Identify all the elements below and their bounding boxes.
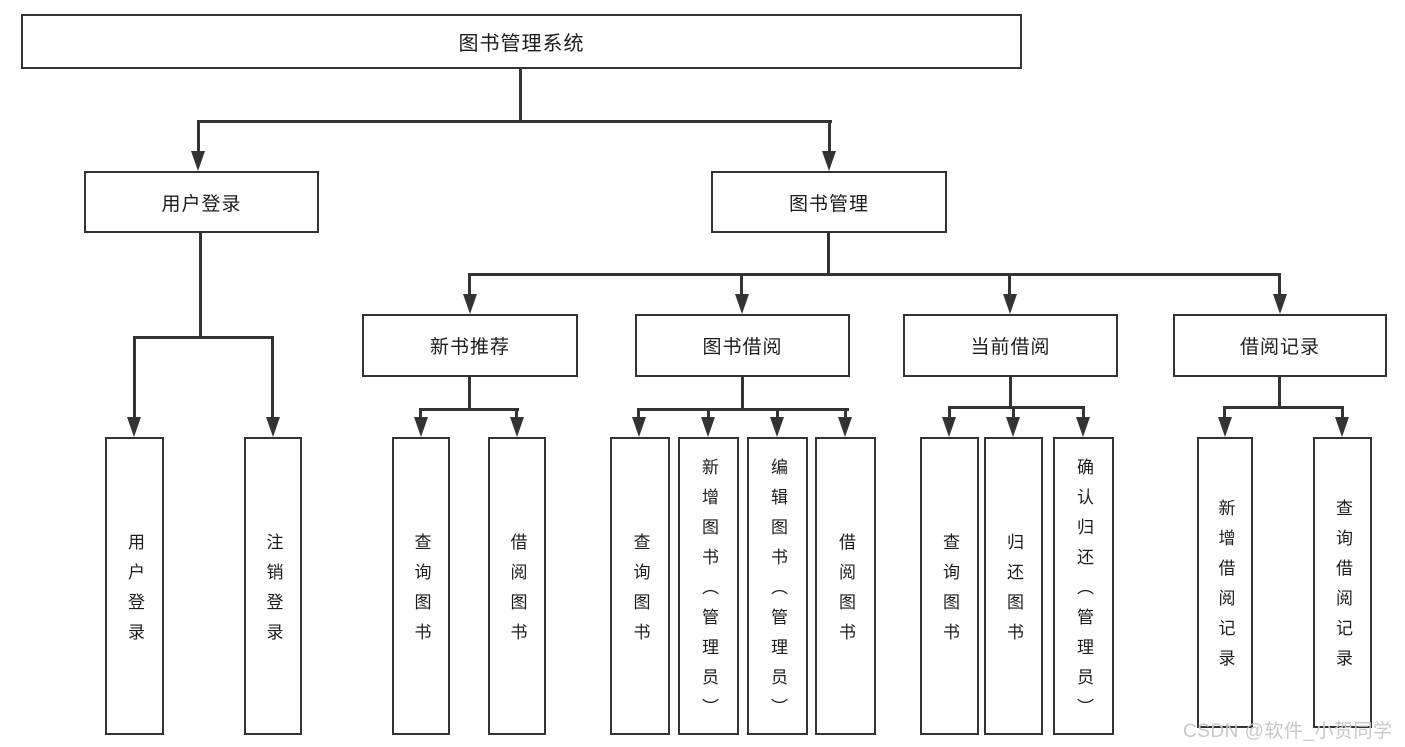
connector-line	[827, 233, 830, 273]
node-label: 新增图书（管理员）	[699, 457, 718, 728]
connector-line	[419, 408, 422, 419]
node-cb-return-books: 归还图书	[984, 437, 1043, 735]
arrow-down-icon	[191, 151, 205, 171]
connector-line	[1223, 406, 1344, 409]
arrow-down-icon	[1218, 417, 1232, 437]
node-bb-edit-books-admin: 编辑图书（管理员）	[747, 437, 808, 735]
connector-line	[1341, 406, 1344, 419]
arrow-down-icon	[127, 417, 141, 437]
connector-line	[948, 406, 1085, 409]
arrow-down-icon	[838, 417, 852, 437]
node-label: 用户登录	[161, 193, 242, 215]
arrow-down-icon	[701, 417, 715, 437]
node-current-borrowing: 当前借阅	[903, 314, 1118, 377]
node-label: 查询图书	[411, 532, 431, 653]
watermark: CSDN @软件_小贺同学	[1183, 721, 1393, 742]
arrow-down-icon	[414, 417, 428, 437]
connector-line	[1278, 377, 1281, 406]
node-book-management: 图书管理	[711, 171, 947, 233]
connector-line	[1278, 273, 1281, 296]
connector-line	[519, 69, 522, 120]
node-cb-query-books: 查询图书	[920, 437, 979, 735]
connector-line	[468, 273, 1281, 276]
node-borrowing-records: 借阅记录	[1173, 314, 1387, 377]
node-rec-query-books: 查询图书	[392, 437, 450, 735]
arrow-down-icon	[1273, 294, 1287, 314]
node-label: 查询图书	[630, 532, 650, 653]
connector-line	[468, 273, 471, 296]
arrow-down-icon	[510, 417, 524, 437]
connector-line	[844, 408, 847, 419]
node-cb-confirm-return-admin: 确认归还（管理员）	[1053, 437, 1114, 735]
connector-line	[133, 336, 274, 339]
connector-line	[133, 336, 136, 419]
arrow-down-icon	[463, 294, 477, 314]
arrow-down-icon	[632, 417, 646, 437]
arrow-down-icon	[770, 417, 784, 437]
node-library-management-system: 图书管理系统	[21, 14, 1022, 69]
node-user-login: 用户登录	[84, 171, 319, 233]
connector-line	[741, 377, 744, 408]
node-label: 图书管理系统	[458, 33, 585, 55]
node-rec-borrow-books: 借阅图书	[488, 437, 546, 735]
node-label: 归还图书	[1004, 532, 1023, 653]
arrow-down-icon	[942, 417, 956, 437]
connector-line	[740, 273, 743, 296]
connector-line	[515, 408, 518, 419]
node-label: 确认归还（管理员）	[1074, 457, 1093, 728]
connector-line	[1082, 406, 1085, 419]
node-label: 查询图书	[940, 532, 959, 653]
node-bb-add-books-admin: 新增图书（管理员）	[678, 437, 739, 735]
connector-line	[1223, 406, 1226, 419]
connector-line	[1008, 273, 1011, 296]
node-label: 新增借阅记录	[1215, 499, 1235, 679]
connector-line	[637, 408, 849, 411]
connector-line	[1009, 377, 1012, 406]
node-new-book-recommend: 新书推荐	[362, 314, 578, 377]
node-label: 查询借阅记录	[1333, 499, 1352, 679]
connector-line	[948, 406, 951, 419]
connector-line	[197, 120, 200, 153]
node-leaf-logout: 注销登录	[244, 437, 302, 735]
arrow-down-icon	[1003, 294, 1017, 314]
node-label: 新书推荐	[429, 337, 510, 358]
connector-line	[828, 120, 831, 153]
connector-line	[707, 408, 710, 419]
connector-line	[271, 336, 274, 419]
connector-line	[776, 408, 779, 419]
node-bb-query-books: 查询图书	[610, 437, 670, 735]
connector-line	[1012, 406, 1015, 419]
node-bb-borrow-books: 借阅图书	[815, 437, 876, 735]
arrow-down-icon	[1335, 417, 1349, 437]
node-label: 图书管理	[788, 193, 869, 215]
node-leaf-user-login: 用户登录	[105, 437, 164, 735]
node-label: 借阅记录	[1239, 337, 1320, 358]
node-label: 当前借阅	[970, 337, 1051, 358]
connector-line	[419, 408, 519, 411]
node-book-borrowing: 图书借阅	[635, 314, 850, 377]
arrow-down-icon	[822, 151, 836, 171]
connector-line	[199, 233, 202, 336]
arrow-down-icon	[1006, 417, 1020, 437]
arrow-down-icon	[1076, 417, 1090, 437]
node-label: 借阅图书	[507, 532, 527, 653]
node-label: 用户登录	[125, 532, 144, 653]
connector-line	[637, 408, 640, 419]
arrow-down-icon	[735, 294, 749, 314]
node-label: 注销登录	[263, 532, 283, 653]
connector-line	[468, 377, 471, 408]
node-br-query-borrow-record: 查询借阅记录	[1313, 437, 1372, 728]
connector-line	[197, 120, 832, 123]
node-label: 借阅图书	[836, 532, 855, 653]
arrow-down-icon	[266, 417, 280, 437]
node-label: 编辑图书（管理员）	[768, 457, 787, 728]
node-br-add-borrow-record: 新增借阅记录	[1197, 437, 1253, 728]
node-label: 图书借阅	[702, 337, 783, 358]
